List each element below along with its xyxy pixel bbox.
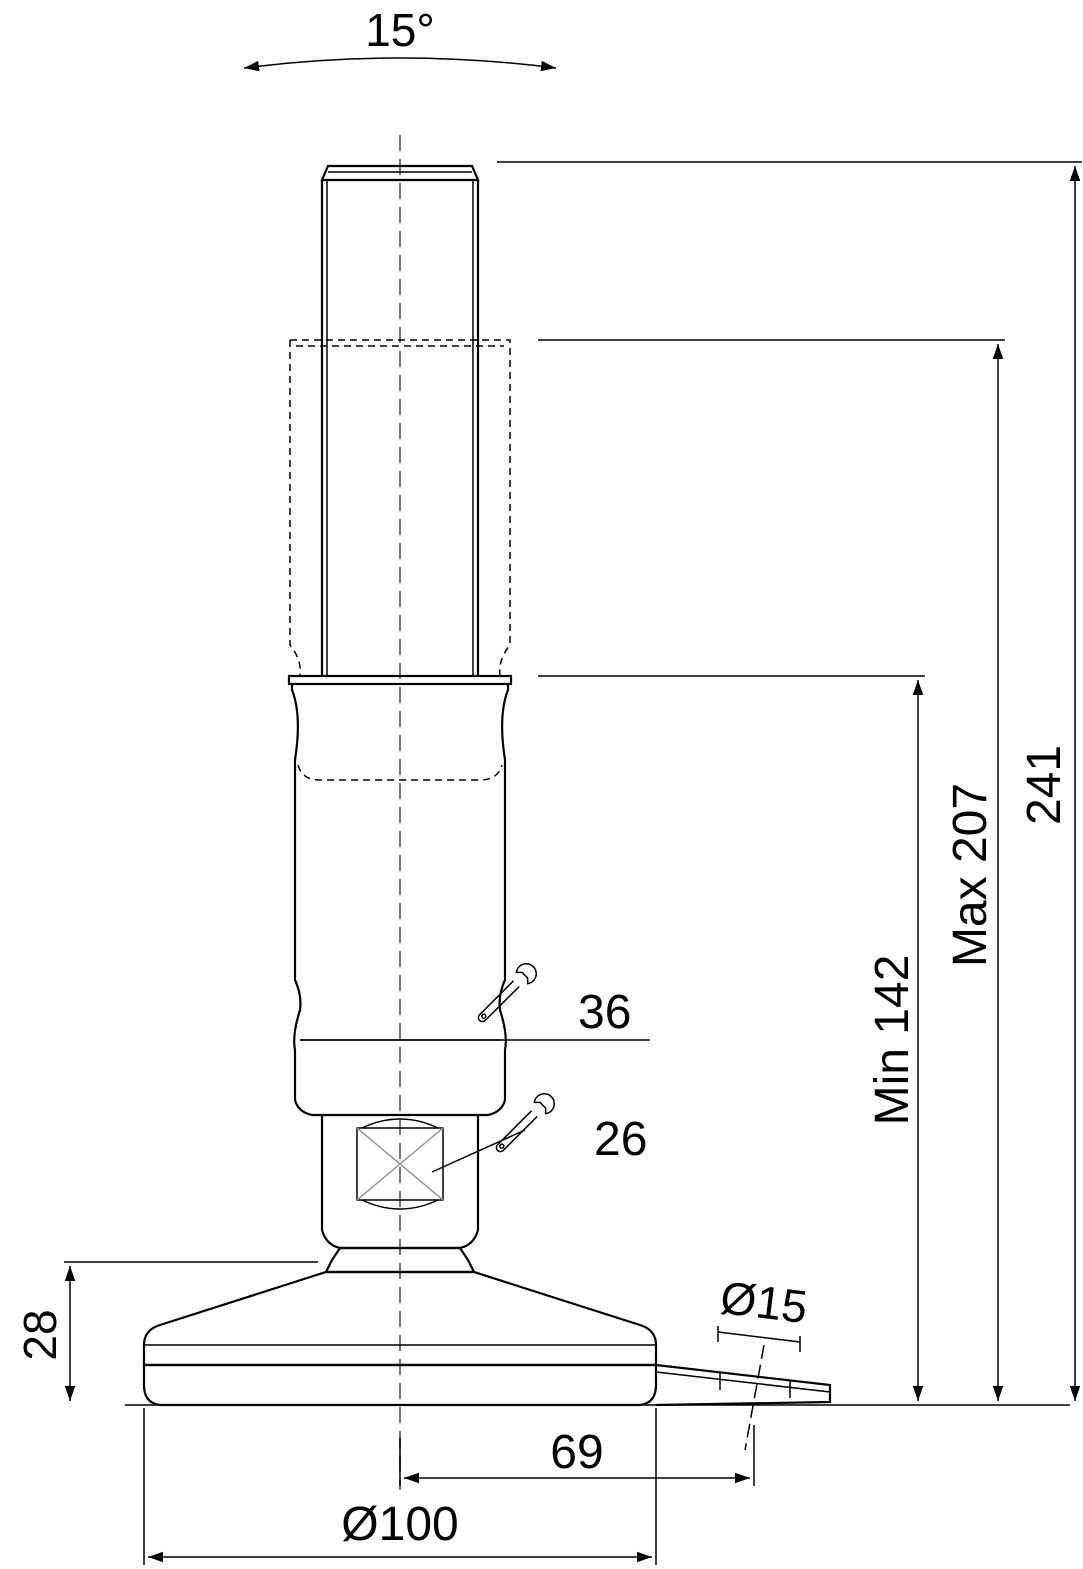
min-height-label: Min 142 [866, 955, 919, 1126]
base-diameter-label: Ø100 [341, 1498, 458, 1551]
wrench-26-label: 26 [594, 1113, 647, 1166]
base-diameter-dimension: Ø100 [143, 1408, 657, 1565]
wrench-26-dimension: 26 [431, 1093, 647, 1173]
hole-offset-dimension: 69 [399, 1425, 755, 1486]
extended-position-outline [289, 339, 511, 676]
wrench-icon [477, 963, 537, 1023]
total-height-dimension: 241 [497, 161, 1082, 1401]
total-height-label: 241 [1018, 745, 1071, 825]
base-height-dimension: 28 [14, 1261, 318, 1401]
hole-diameter-dimension: Ø15 [717, 1271, 811, 1451]
max-height-dimension: Max 207 [538, 339, 1005, 1401]
hole-diameter-label: Ø15 [718, 1271, 811, 1333]
tilt-angle-label: 15° [365, 4, 435, 56]
wrench-36-label: 36 [578, 986, 631, 1039]
base-height-label: 28 [14, 1309, 66, 1360]
min-height-dimension: Min 142 [538, 675, 925, 1401]
wrench-icon [495, 1093, 555, 1153]
hole-offset-label: 69 [550, 1426, 603, 1479]
wrench-36-dimension: 36 [300, 963, 650, 1041]
tilt-angle-dimension: 15° [243, 4, 557, 72]
mounting-lug [655, 1363, 832, 1407]
max-height-label: Max 207 [944, 783, 997, 967]
threaded-stem [320, 164, 480, 675]
